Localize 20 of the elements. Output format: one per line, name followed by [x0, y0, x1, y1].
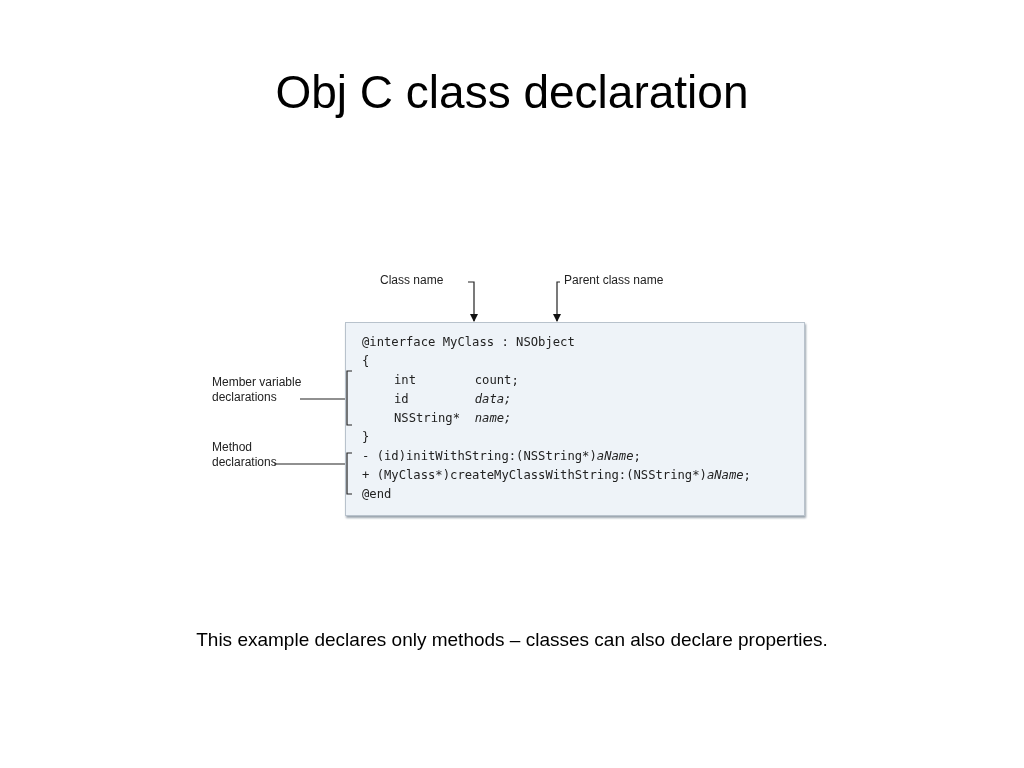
leader-line: [299, 398, 346, 400]
callout-label: Member variable declarations: [212, 375, 303, 405]
code-line: NSString* name;: [394, 410, 512, 427]
code-line: id data;: [394, 391, 512, 408]
callout-label: Class name: [380, 273, 445, 288]
code-line: }: [362, 429, 370, 446]
code-line: + (MyClass*)createMyClassWithString:(NSString*)aName;: [362, 467, 751, 484]
leader-arrow: [467, 281, 478, 322]
leader-arrow: [553, 281, 561, 322]
callout-label: Method declarations: [212, 440, 278, 470]
title: Obj C class declaration: [274, 65, 750, 120]
code-line: int count;: [394, 372, 519, 389]
callout-label: Parent class name: [564, 273, 665, 288]
leader-line: [273, 463, 346, 465]
code-line: {: [362, 353, 370, 370]
code-line: - (id)initWithString:(NSString*)aName;: [362, 448, 641, 465]
code-line: @interface MyClass : NSObject: [362, 334, 575, 351]
caption: This example declares only methods – classes can also declare properties.: [195, 628, 829, 652]
code-box: [345, 322, 805, 516]
code-line: @end: [362, 486, 392, 503]
